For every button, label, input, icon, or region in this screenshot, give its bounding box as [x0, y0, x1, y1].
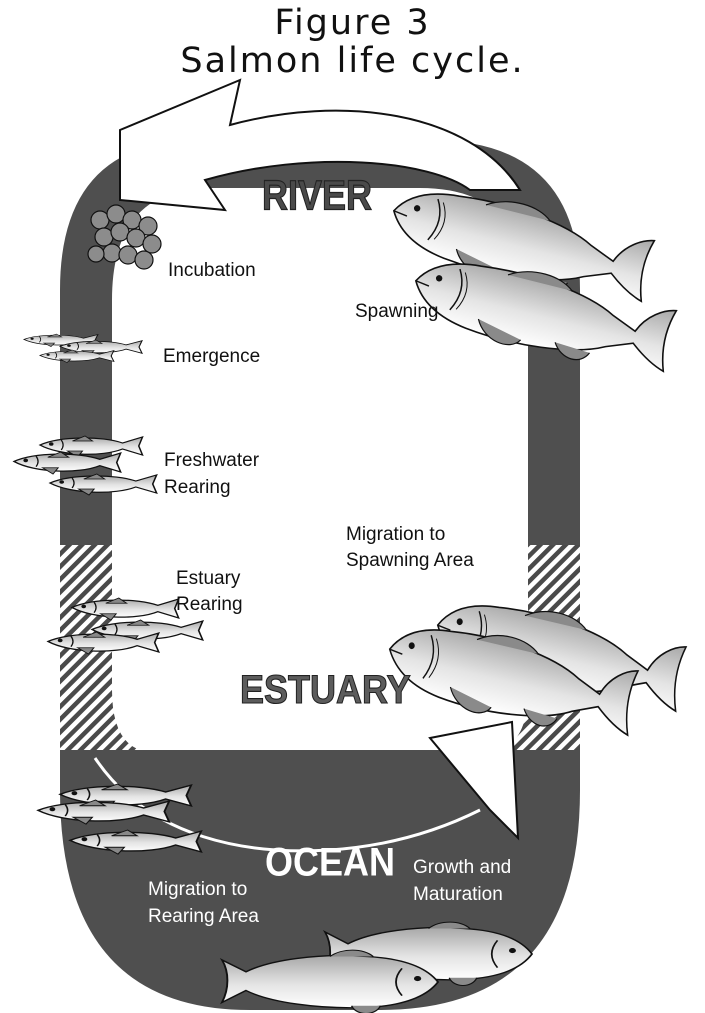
stage-label-estuary-rearing-line1: Estuary — [176, 568, 241, 589]
stage-label-freshwater-rearing-line2: Rearing — [164, 477, 231, 498]
stage-label-incubation: Incubation — [168, 260, 256, 281]
stage-label-migration-to-rearing-line1: Migration to — [148, 879, 247, 900]
stage-label-migration-to-spawning-line2: Spawning Area — [346, 550, 474, 571]
freshwater-rearing-fish-icon — [14, 436, 157, 495]
stage-label-freshwater-rearing-line1: Freshwater — [164, 450, 260, 471]
stage-label-migration-to-rearing-line2: Rearing Area — [148, 906, 259, 927]
emergence-fry-icon — [24, 334, 142, 363]
river-zone-label: RIVER — [262, 173, 372, 219]
stage-label-growth-maturation-line2: Maturation — [413, 884, 503, 905]
salmon-eggs-icon — [88, 205, 161, 269]
stage-label-migration-to-spawning-line1: Migration to — [346, 524, 445, 545]
stage-label-estuary-rearing-line2: Rearing — [176, 594, 243, 615]
estuary-zone-label: ESTUARY — [240, 668, 411, 712]
ocean-zone-label: OCEAN — [265, 841, 395, 885]
stage-label-emergence: Emergence — [163, 346, 260, 367]
stage-label-spawning: Spawning — [355, 301, 438, 322]
stage-label-growth-maturation-line1: Growth and — [413, 857, 511, 878]
